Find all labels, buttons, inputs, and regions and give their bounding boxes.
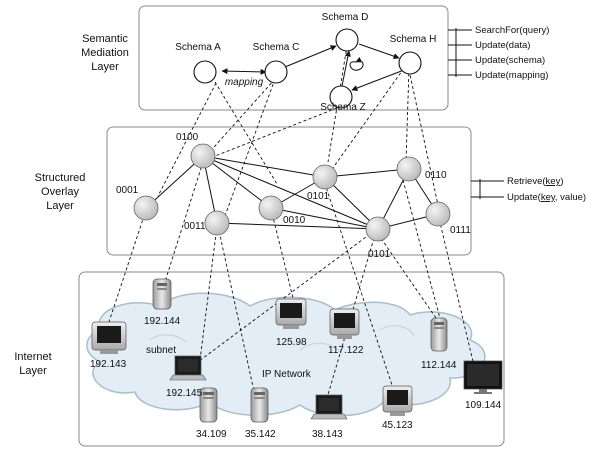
schema-z-label: Schema Z [320, 102, 366, 113]
internet-layer-label: Internet Layer [14, 351, 51, 377]
overlay-label-0011: 0011 [184, 221, 206, 232]
overlay-label-0100: 0100 [176, 132, 199, 143]
ip-network-cloud [86, 292, 486, 417]
host-117-122: 117.122 [328, 345, 364, 356]
host-109-144: 109.144 [465, 400, 502, 411]
schema-z-node [329, 85, 353, 109]
semantic-api-labels: SearchFor(query) Update(data) Update(sch… [475, 25, 549, 81]
overlay-node-0111 [425, 201, 451, 227]
svg-text:Mediation: Mediation [81, 47, 129, 59]
mapping-edge [221, 68, 267, 75]
overlay-node-0110 [396, 156, 422, 182]
schema-c-label: Schema C [253, 42, 300, 53]
server-icon [250, 387, 269, 423]
schema-d-self-loop [349, 56, 364, 71]
api-update-mapping: Update(mapping) [475, 70, 548, 81]
subnet-label: subnet [146, 345, 176, 356]
overlay-label-0010: 0010 [283, 215, 306, 226]
server-icon [430, 317, 448, 352]
schema-a-node [193, 60, 217, 84]
host-34-109: 34.109 [196, 429, 227, 440]
overlay-node-0100 [190, 143, 216, 169]
schema-d-node [335, 28, 359, 52]
overlay-label-0101-upper: 0101 [307, 191, 330, 202]
svg-text:Structured: Structured [35, 172, 86, 184]
schema-c-node [264, 60, 288, 84]
schema-labels: Schema A Schema C Schema D Schema H Sche… [175, 12, 436, 113]
schema-h-label: Schema H [390, 34, 437, 45]
server-icon [199, 387, 218, 423]
flat-screen-icon [463, 360, 503, 394]
host-125-98: 125.98 [276, 337, 307, 348]
monitor-icon [382, 385, 413, 416]
svg-text:Semantic: Semantic [82, 33, 128, 45]
overlay-label-0001: 0001 [116, 185, 139, 196]
schema-h-node [398, 51, 422, 75]
server-icon [152, 278, 172, 310]
ip-network-label: IP Network [262, 369, 312, 380]
overlay-node-labels: 0100 0001 0011 0010 0101 0110 0101 0111 [116, 132, 471, 260]
svg-text:Layer: Layer [46, 200, 74, 212]
mapping-label: mapping [225, 77, 264, 88]
overlay-node-0001 [133, 195, 159, 221]
api-update-key-value: Update(key, value) [507, 192, 586, 203]
overlay-label-0101-lower: 0101 [368, 249, 391, 260]
overlay-layer-label: Structured Overlay Layer [35, 172, 86, 212]
host-35-142: 35.142 [245, 429, 276, 440]
host-112-144: 112.144 [421, 360, 457, 371]
overlay-node-0101-lower [365, 216, 391, 242]
host-38-143: 38.143 [312, 429, 343, 440]
host-labels: subnet IP Network 192.143 192.144 192.14… [90, 316, 502, 440]
overlay-node-0010 [258, 195, 284, 221]
laptop-icon [310, 394, 348, 420]
overlay-label-0110: 0110 [425, 170, 447, 181]
api-retrieve: Retrieve(key) [507, 176, 564, 187]
schema-d-label: Schema D [322, 12, 369, 23]
semantic-edges [221, 43, 405, 92]
svg-text:Layer: Layer [91, 61, 119, 73]
laptop-icon [169, 355, 207, 381]
schema-nodes [193, 28, 422, 109]
host-45-123: 45.123 [382, 420, 413, 431]
api-search-for: SearchFor(query) [475, 25, 549, 36]
svg-text:Internet: Internet [14, 351, 51, 363]
semantic-api-bracket [448, 28, 472, 77]
monitor-icon [275, 298, 307, 329]
monitor-icon [91, 321, 127, 354]
overlay-layer-panel [106, 126, 472, 256]
api-update-data: Update(data) [475, 40, 530, 51]
monitor-icon [329, 308, 360, 339]
overlay-node-0011 [204, 210, 230, 236]
host-192-145: 192.145 [166, 388, 203, 399]
overlay-api-bracket [471, 179, 504, 199]
svg-text:Layer: Layer [19, 365, 47, 377]
overlay-node-0101-upper [312, 164, 338, 190]
semantic-layer-label: Semantic Mediation Layer [81, 33, 129, 73]
host-192-143: 192.143 [90, 359, 127, 370]
svg-text:Overlay: Overlay [41, 186, 79, 198]
api-update-schema: Update(schema) [475, 55, 545, 66]
host-192-144: 192.144 [144, 316, 181, 327]
schema-a-label: Schema A [175, 42, 221, 53]
overlay-nodes [133, 143, 451, 242]
overlay-label-0111: 0111 [450, 225, 471, 236]
